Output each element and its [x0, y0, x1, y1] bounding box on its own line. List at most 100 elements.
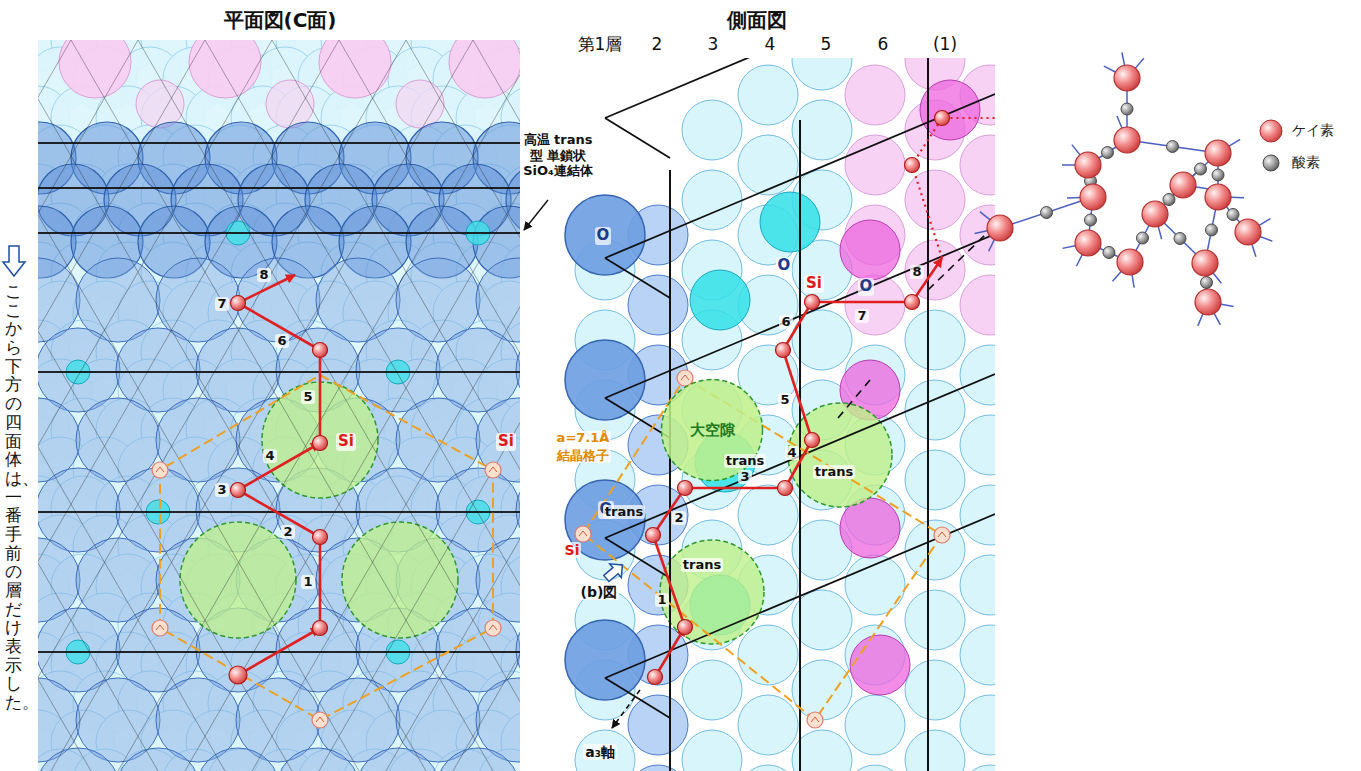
si-chain — [685, 487, 785, 490]
legend-item: 酸素 — [1258, 150, 1320, 176]
si-atom — [935, 111, 950, 126]
pale-si-atom — [807, 712, 823, 728]
axis-dash — [838, 380, 870, 418]
oxygen-atom — [1103, 247, 1115, 259]
lattice-line — [38, 40, 138, 771]
lattice-line — [38, 40, 426, 771]
lattice-line — [605, 118, 670, 158]
plan-view — [38, 40, 520, 771]
si-chain-dotted — [912, 118, 995, 258]
unit-cell-outline — [583, 378, 942, 720]
pale-si-mark — [316, 717, 324, 722]
lattice-line — [605, 514, 995, 678]
lattice-line — [605, 94, 995, 258]
bond-stub — [1104, 66, 1116, 72]
step-number: 3 — [215, 483, 228, 498]
annotation-note: 高温 trans型 単鎖状 SiO₄連結体 — [521, 132, 595, 179]
si-atom — [313, 621, 328, 636]
layer-number: 6 — [878, 35, 889, 55]
lattice-line — [71, 40, 493, 771]
silicon-atom — [1192, 250, 1218, 276]
lattice-line — [605, 678, 670, 718]
side-view — [565, 58, 995, 771]
layer-number: 3 — [708, 35, 719, 55]
oxygen-atom — [1102, 147, 1114, 159]
conformation-label: trans — [681, 558, 723, 573]
lattice-line — [118, 40, 520, 771]
bond-stub — [1132, 274, 1134, 288]
oxygen-sphere — [738, 695, 798, 755]
bond-stub — [1063, 245, 1077, 248]
oxygen-sphere — [905, 310, 965, 370]
oxygen-sphere — [905, 520, 965, 580]
pointer-line — [524, 200, 548, 230]
oxygen-sphere — [905, 660, 965, 720]
bond-stub — [1067, 197, 1081, 199]
step-number: 2 — [672, 511, 685, 526]
lattice-line — [51, 40, 473, 771]
oxygen-sphere — [905, 170, 965, 230]
lattice-line — [386, 40, 520, 771]
step-number: 8 — [910, 265, 923, 280]
pale-si-mark — [156, 467, 164, 472]
si-atom — [776, 343, 791, 358]
lattice-line — [605, 58, 995, 118]
pale-si-mark — [489, 467, 497, 472]
oxygen-sphere — [850, 635, 910, 695]
lattice-line — [205, 40, 520, 771]
si-atom — [646, 528, 661, 543]
vertical-note: ここから下方の四面体は、一番手前の層だけ表示した。 — [5, 282, 22, 712]
silicon-atom — [1170, 172, 1196, 198]
layer-number: 5 — [821, 35, 832, 55]
si-atom — [805, 295, 820, 310]
oxygen-sphere — [905, 450, 965, 510]
si-chain — [238, 443, 320, 490]
bond-stub — [1214, 313, 1221, 325]
oxygen-sphere — [960, 415, 995, 475]
si-chain — [653, 535, 685, 627]
si-atom — [678, 620, 693, 635]
si-atom — [313, 436, 328, 451]
panel-title: 側面図 — [727, 9, 787, 32]
bond-stub — [975, 231, 989, 234]
legend-item: ケイ素 — [1258, 118, 1334, 144]
layer-number: 2 — [652, 35, 663, 55]
pale-si-mark — [681, 375, 689, 380]
view-arrow — [601, 558, 629, 585]
oxygen-sphere — [565, 195, 645, 275]
axis-label: a₃軸 — [583, 744, 617, 760]
oxygen-sphere — [738, 135, 798, 195]
si-atom — [231, 296, 246, 311]
bond-stub — [1195, 187, 1209, 189]
si-atom — [231, 483, 246, 498]
bond-stub — [1112, 271, 1121, 281]
atom-label: Si — [336, 433, 356, 450]
lattice-label: 結晶格子 — [555, 449, 611, 464]
si-atom — [678, 481, 693, 496]
si-chain — [812, 301, 912, 304]
oxygen-sphere — [628, 695, 688, 755]
lattice-line — [252, 40, 520, 771]
oxygen-sphere — [960, 135, 995, 195]
lattice-line — [605, 234, 995, 398]
lattice-line — [799, 120, 801, 771]
step-number: 7 — [855, 309, 868, 324]
lattice-label: a=7.1Å — [555, 431, 612, 446]
si-chain — [238, 303, 320, 350]
oxygen-sphere — [840, 220, 900, 280]
bond-stub — [1258, 219, 1270, 226]
oxygen-sphere — [266, 80, 314, 128]
si-chain — [785, 440, 812, 488]
unit-cell-outline — [160, 375, 493, 720]
oxygen-sphere — [449, 40, 520, 98]
pale-si-mark — [156, 625, 164, 630]
cavity-label: 大空隙 — [690, 421, 735, 440]
atom-label: O — [776, 257, 793, 274]
oxygen-sphere — [682, 100, 742, 160]
lattice-line — [38, 40, 359, 771]
oxygen-sphere — [738, 65, 798, 125]
oxygen-sphere — [565, 340, 645, 420]
oxygen-atom — [1174, 233, 1186, 245]
lattice-line — [38, 40, 91, 771]
oxygen-sphere — [905, 380, 965, 440]
